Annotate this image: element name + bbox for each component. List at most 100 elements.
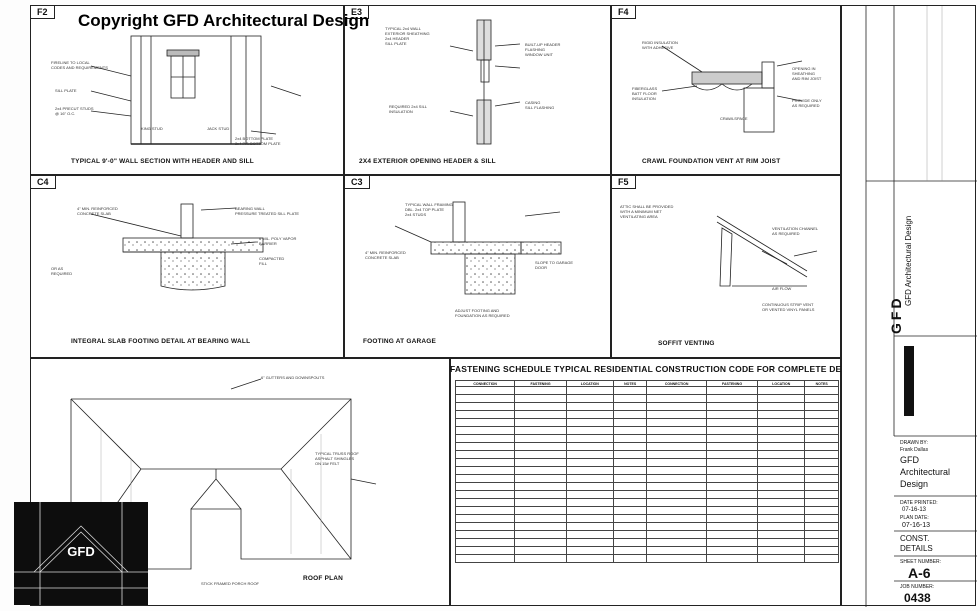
table-cell bbox=[454, 506, 516, 515]
table-cell bbox=[804, 418, 839, 427]
garage-footing-drawing bbox=[394, 201, 562, 295]
table-cell bbox=[646, 450, 707, 459]
table-cell bbox=[514, 490, 567, 499]
gfd-logo: GFD bbox=[14, 502, 148, 605]
table-cell bbox=[454, 458, 516, 467]
table-cell bbox=[612, 546, 648, 555]
table-cell bbox=[705, 442, 759, 451]
table-cell bbox=[612, 434, 648, 443]
table-row bbox=[454, 474, 839, 483]
table-row bbox=[454, 394, 839, 403]
monogram-letter: F bbox=[888, 308, 904, 321]
schedule-title: FASTENING SCHEDULE TYPICAL RESIDENTIAL C… bbox=[450, 364, 867, 374]
table-cell bbox=[646, 386, 707, 395]
table-cell bbox=[646, 410, 707, 419]
table-cell bbox=[514, 530, 567, 539]
fastening-schedule-table: CONNECTION FASTENING LOCATION NOTES CONN… bbox=[454, 380, 839, 563]
table-cell bbox=[565, 442, 614, 451]
table-cell bbox=[612, 554, 648, 563]
table-cell bbox=[705, 490, 759, 499]
table-cell bbox=[646, 482, 707, 491]
panel-label: F4 bbox=[612, 6, 636, 19]
firm-line-3: Design bbox=[900, 479, 929, 489]
firm-line-2: Architectural bbox=[900, 467, 951, 477]
table-cell bbox=[454, 450, 516, 459]
sheet-number-label: SHEET NUMBER: bbox=[900, 559, 942, 565]
table-cell bbox=[514, 426, 567, 435]
table-cell bbox=[565, 458, 614, 467]
table-cell bbox=[514, 554, 567, 563]
table-cell bbox=[514, 386, 567, 395]
table-cell bbox=[804, 498, 839, 507]
table-cell bbox=[804, 474, 839, 483]
table-cell bbox=[804, 442, 839, 451]
table-row bbox=[454, 426, 839, 435]
table-cell bbox=[646, 506, 707, 515]
firm-line-1: GFD bbox=[900, 455, 919, 465]
table-cell bbox=[646, 474, 707, 483]
table-cell bbox=[804, 530, 839, 539]
table-row bbox=[454, 402, 839, 411]
table-cell bbox=[565, 490, 614, 499]
table-cell bbox=[454, 522, 516, 531]
table-cell bbox=[705, 394, 759, 403]
panel-label: E3 bbox=[345, 6, 370, 19]
table-row bbox=[454, 546, 839, 555]
table-cell bbox=[646, 426, 707, 435]
table-cell bbox=[804, 546, 839, 555]
table-cell bbox=[804, 490, 839, 499]
table-cell bbox=[565, 394, 614, 403]
table-cell bbox=[646, 522, 707, 531]
table-cell bbox=[514, 466, 567, 475]
table-cell bbox=[705, 538, 759, 547]
table-cell bbox=[705, 434, 759, 443]
table-cell bbox=[514, 418, 567, 427]
table-cell bbox=[804, 522, 839, 531]
table-cell bbox=[514, 394, 567, 403]
table-cell bbox=[757, 506, 806, 515]
table-cell bbox=[804, 554, 839, 563]
table-cell bbox=[454, 442, 516, 451]
table-cell bbox=[757, 394, 806, 403]
table-cell bbox=[804, 538, 839, 547]
sheet-title-line-1: CONST. bbox=[900, 534, 930, 543]
table-row bbox=[454, 554, 839, 563]
table-cell bbox=[757, 530, 806, 539]
table-cell bbox=[705, 418, 759, 427]
table-cell bbox=[804, 394, 839, 403]
table-cell bbox=[565, 546, 614, 555]
table-cell bbox=[646, 538, 707, 547]
table-row bbox=[454, 490, 839, 499]
table-cell bbox=[454, 490, 516, 499]
table-cell bbox=[705, 530, 759, 539]
table-cell bbox=[646, 490, 707, 499]
table-cell bbox=[757, 402, 806, 411]
table-row bbox=[454, 434, 839, 443]
table-cell bbox=[565, 506, 614, 515]
table-row bbox=[454, 506, 839, 515]
table-cell bbox=[646, 402, 707, 411]
table-cell bbox=[514, 450, 567, 459]
table-cell bbox=[612, 514, 648, 523]
table-cell bbox=[454, 530, 516, 539]
table-cell bbox=[705, 506, 759, 515]
table-cell bbox=[757, 426, 806, 435]
table-cell bbox=[705, 522, 759, 531]
table-cell bbox=[612, 530, 648, 539]
table-cell bbox=[514, 434, 567, 443]
panel-caption: Footing at garage bbox=[363, 338, 437, 345]
table-cell bbox=[705, 482, 759, 491]
table-cell bbox=[454, 418, 516, 427]
table-cell bbox=[705, 466, 759, 475]
table-cell bbox=[757, 482, 806, 491]
table-cell bbox=[757, 418, 806, 427]
table-cell bbox=[705, 386, 759, 395]
table-cell bbox=[804, 458, 839, 467]
table-cell bbox=[565, 402, 614, 411]
monogram-letter: G bbox=[888, 320, 904, 334]
job-number-value: 0438 bbox=[904, 591, 931, 605]
table-cell bbox=[804, 434, 839, 443]
